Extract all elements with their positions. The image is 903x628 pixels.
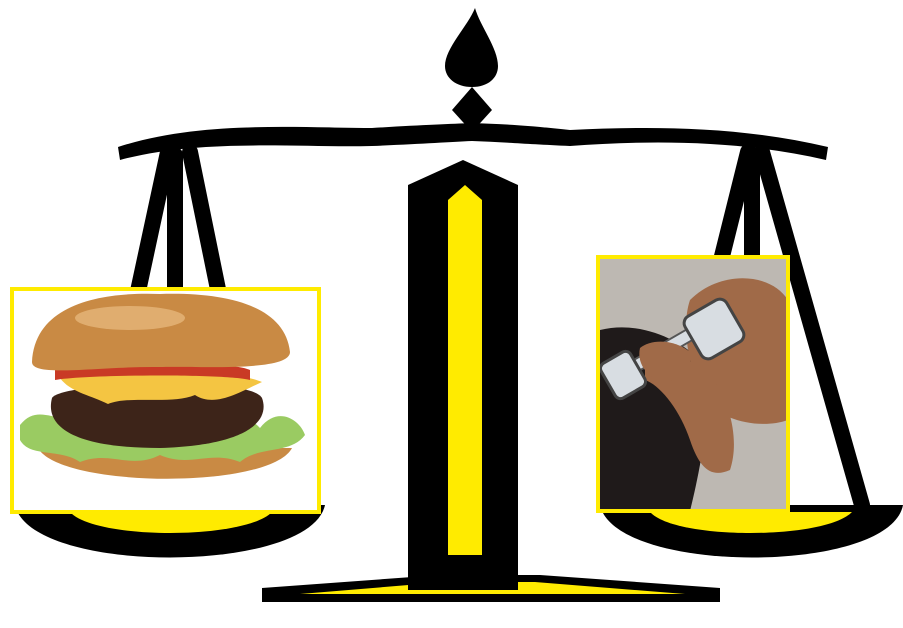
scale-pillar [408,160,518,590]
scale-beam [118,123,828,160]
dumbbell-exercise-photo [598,257,788,511]
hamburger-photo [12,289,319,512]
scale-finial [445,8,498,132]
